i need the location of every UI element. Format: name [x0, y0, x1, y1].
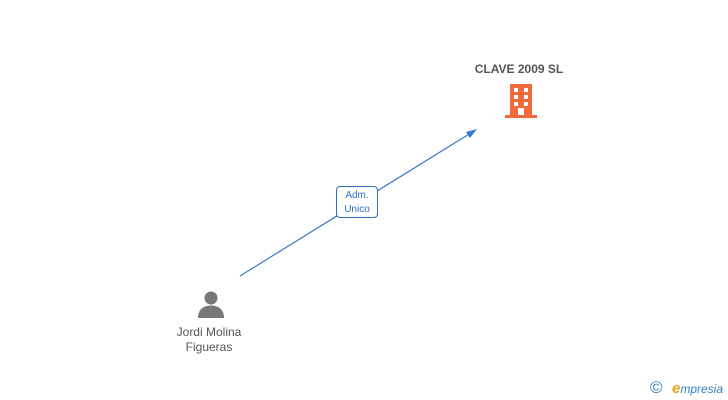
person-name-line-1: Jordi Molina	[176, 325, 242, 339]
company-name[interactable]: CLAVE 2009 SL	[474, 62, 564, 76]
brand-initial: e	[672, 380, 681, 397]
person-icon[interactable]	[197, 290, 225, 318]
person-name[interactable]: Jordi Molina Figueras	[150, 325, 268, 355]
role-line-1: Adm.	[345, 190, 369, 201]
role-line-2: Unico	[344, 204, 370, 215]
brand-logo: empresia	[672, 380, 723, 397]
role-label[interactable]: Adm. Unico	[336, 186, 378, 218]
relation-arrowhead	[466, 129, 477, 138]
copyright-icon: ©	[650, 378, 663, 397]
person-name-line-2: Figueras	[185, 340, 233, 354]
brand-rest: mpresia	[680, 382, 724, 396]
building-icon[interactable]	[505, 84, 537, 118]
